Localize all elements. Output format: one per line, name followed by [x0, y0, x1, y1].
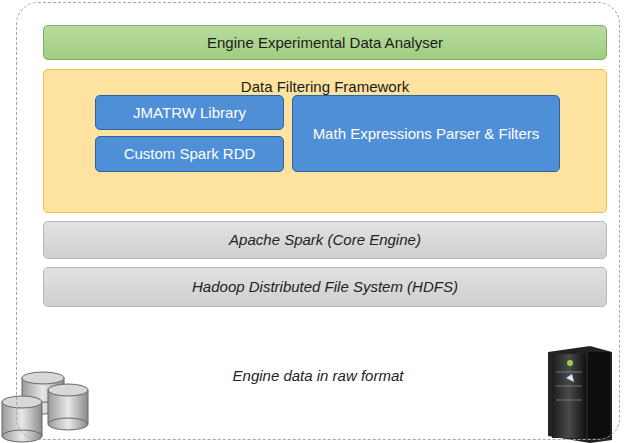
system-boundary: Engine data in raw format Engine Experime…	[16, 2, 620, 440]
node-label: Hadoop Distributed File System (HDFS)	[192, 278, 458, 296]
component-box: Math Expressions Parser & Filters	[292, 95, 560, 172]
node-label: Math Expressions Parser & Filters	[313, 125, 540, 143]
component-box: JMATRW Library	[95, 95, 284, 130]
node-label: Apache Spark (Core Engine)	[229, 231, 421, 249]
application-band: Engine Experimental Data Analyser	[43, 25, 607, 60]
component-box: Custom Spark RDD	[95, 136, 284, 172]
node-label: JMATRW Library	[133, 104, 246, 122]
platform-band: Apache Spark (Core Engine)	[43, 221, 607, 259]
server-icon	[548, 346, 612, 443]
platform-band: Hadoop Distributed File System (HDFS)	[43, 267, 607, 307]
node-label: Engine Experimental Data Analyser	[207, 34, 443, 52]
node-label: Data Filtering Framework	[241, 78, 409, 96]
node-label: Engine data in raw format	[233, 367, 404, 385]
framework-band: Data Filtering FrameworkJMATRW LibraryCu…	[43, 69, 607, 213]
database-icon	[2, 372, 88, 442]
node-label: Custom Spark RDD	[124, 145, 256, 163]
